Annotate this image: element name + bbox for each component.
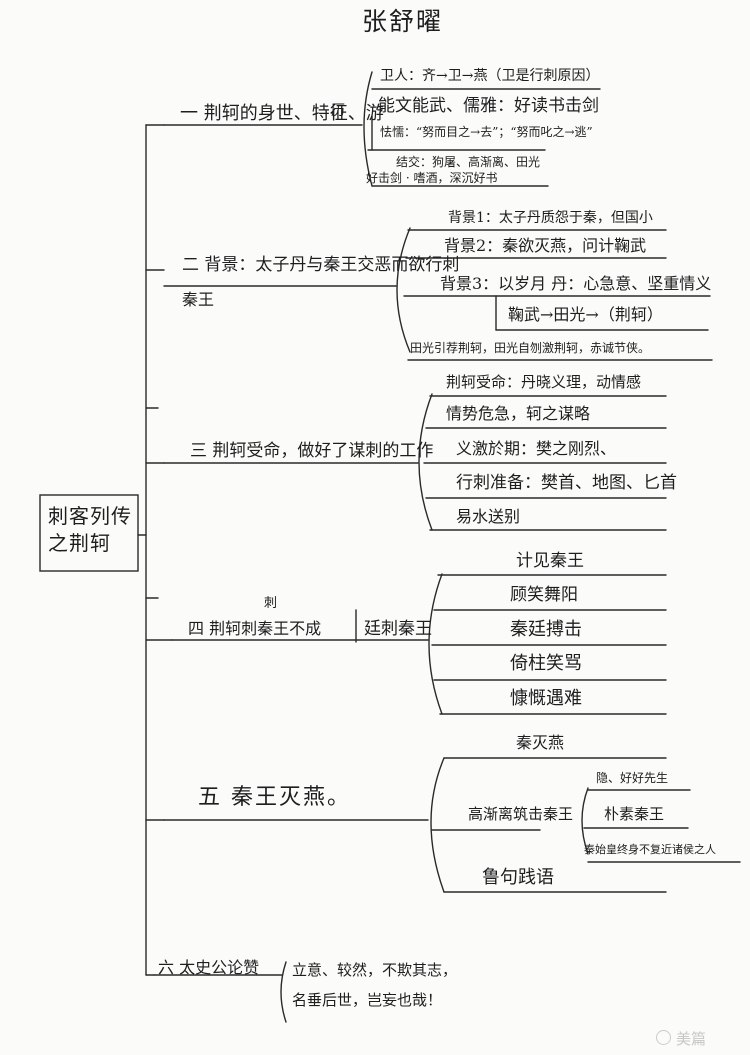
b4-bracket [428, 573, 443, 715]
branch-1-label: 一 荆轲的身世、特征、游 [180, 103, 384, 124]
root-topic-line-2: 之荆轲 [48, 531, 111, 555]
branch-6-label: 六 太史公论赞 [158, 958, 260, 977]
branch-4-sub: 廷刺秦王 [364, 619, 432, 639]
branch-5-label: 五 秦王灭燕。 [198, 785, 351, 810]
branch-3-item: 义激於期：樊之刚烈、 [456, 439, 617, 458]
watermark-text: 美篇 [676, 1030, 707, 1048]
branch-2-item: 鞠武→田光→（荆轲） [508, 305, 663, 324]
root-topic: 刺客列传 之荆轲 [48, 503, 132, 557]
b1-bracket [363, 71, 373, 187]
b3-bracket [418, 393, 433, 531]
branch-1-label-tail: 历 [331, 103, 345, 119]
branch-3-item: 行刺准备：樊首、地图、匕首 [456, 473, 677, 493]
branch-4-label: 四 荆轲刺秦王不成 [188, 619, 322, 638]
branch-1-item: 卫人：齐→卫→燕（卫是行刺原因） [380, 68, 600, 84]
watermark-icon [656, 1030, 671, 1045]
root-topic-line-1: 刺客列传 [48, 504, 132, 528]
branch-2-label: 二 背景：太子丹与秦王交恶而欲行刺 [182, 255, 460, 275]
branch-1-item: 能文能武、儒雅：好读书击剑 [378, 96, 599, 116]
branch-5-sub-item: 朴素秦王 [604, 805, 665, 823]
branch-2-item: 田光引荐荆轲，田光自刎激荆轲，赤诚节侠。 [410, 341, 651, 355]
branch-5-sub-item: 隐、好好先生 [596, 771, 669, 785]
branch-6-line: 立意、较然，不欺其志， [292, 961, 458, 979]
branch-3-label: 三 荆轲受命，做好了谋刺的工作 [190, 441, 434, 461]
branch-1-item: 结交：狗屠、高渐离、田光 [396, 155, 541, 169]
branch-4-item: 秦廷搏击 [510, 619, 582, 640]
branch-3-item: 荆轲受命：丹晓义理，动情感 [446, 373, 642, 391]
branch-4-item: 顾笑舞阳 [510, 585, 578, 605]
branch-2-item: 背景3：以岁月 丹：心急意、坚重情义 [440, 274, 712, 293]
b6-bracket [280, 961, 287, 1023]
b5-bracket [430, 757, 445, 893]
branch-5-mid: 高渐离筑击秦王 [468, 805, 574, 823]
branch-3-item: 易水送别 [456, 507, 521, 526]
branch-4-item: 慷慨遇难 [510, 688, 582, 709]
branch-2-label-tail: 秦王 [182, 290, 215, 309]
root-box [39, 494, 139, 572]
branch-4-item: 计见秦王 [516, 551, 584, 571]
branch-5-sub-item: 秦始皇终身不复近诸侯之人 [584, 843, 716, 856]
branch-6-line: 名垂后世，岂妄也哉！ [292, 991, 443, 1009]
branch-1-item: 怯懦：“努而目之→去”；“努而叱之→逃” [380, 125, 593, 139]
branch-1-item: 好击剑 · 嗜酒，深沉好书 [366, 171, 498, 185]
branch-5-top: 秦灭燕 [516, 733, 565, 752]
branch-3-item: 情势危急，轲之谋略 [446, 404, 591, 423]
branch-4-note: 刺 [264, 596, 278, 611]
branch-2-item: 背景2：秦欲灭燕，问计鞠武 [444, 236, 647, 255]
branch-4-item: 倚柱笑骂 [510, 653, 582, 674]
b5-sub-bracket [581, 787, 589, 855]
author-name: 张舒曜 [362, 7, 444, 36]
branch-5-bottom: 鲁句践语 [482, 867, 554, 888]
branch-2-item: 背景1：太子丹质怨于秦，但国小 [448, 210, 653, 226]
b2-bracket [396, 227, 411, 353]
